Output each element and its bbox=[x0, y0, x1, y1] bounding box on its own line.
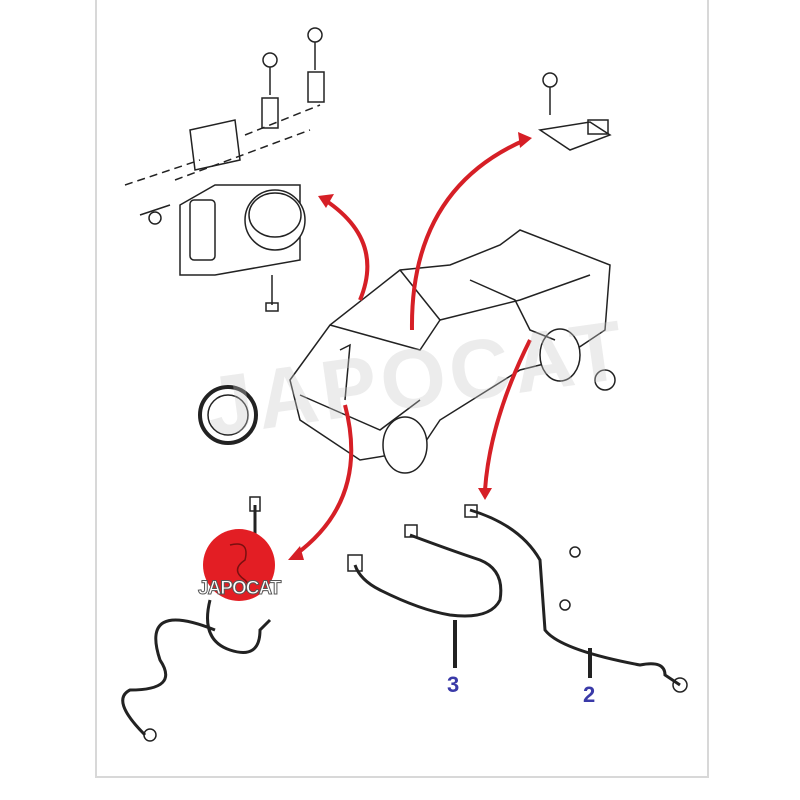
pickup-truck bbox=[289, 229, 611, 474]
harness-2 bbox=[464, 504, 688, 693]
callout-label-2: 2 bbox=[583, 682, 596, 707]
tone-ring bbox=[198, 385, 258, 445]
grommet bbox=[594, 369, 616, 391]
abs-module bbox=[124, 104, 321, 312]
harness-3 bbox=[347, 524, 503, 618]
callout-leaders bbox=[453, 620, 592, 678]
wheel-speed-sensor bbox=[537, 119, 612, 151]
callout-label-3: 3 bbox=[447, 672, 460, 697]
logo-text: JAPOCAT bbox=[197, 578, 281, 600]
arrow-heads bbox=[288, 132, 532, 560]
diagram-frame bbox=[95, 0, 709, 778]
logo-mark bbox=[229, 543, 250, 593]
callout-arrows bbox=[293, 138, 532, 557]
bolts bbox=[261, 27, 558, 129]
